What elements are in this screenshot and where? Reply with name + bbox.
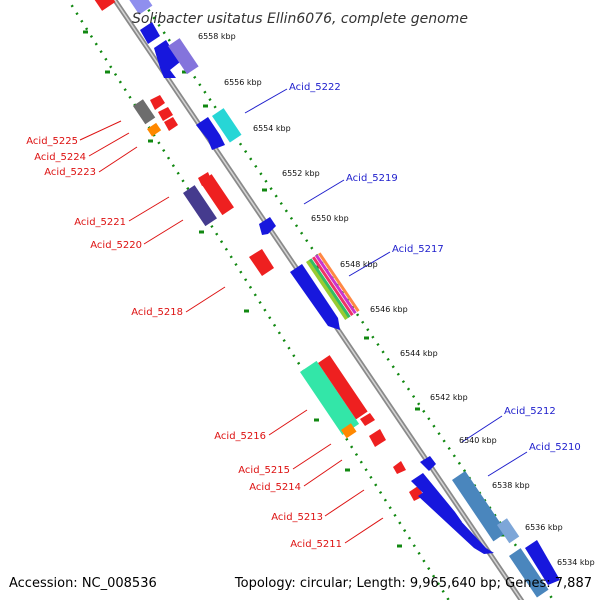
- gene-acid-5218[interactable]: [249, 249, 274, 276]
- genome-summary-text: Topology: circular; Length: 9,965,640 bp…: [234, 576, 592, 591]
- gene-acid-5224[interactable]: [150, 95, 165, 110]
- gene-acid-5220[interactable]: [183, 185, 217, 227]
- gene-label-acid-5217[interactable]: Acid_5217: [392, 244, 444, 255]
- kbp-tick-label: 6554 kbp: [253, 124, 291, 133]
- label-leader-lines: [79, 88, 528, 544]
- gene-label-acid-5224[interactable]: Acid_5224: [34, 152, 86, 163]
- forward-gene-features: [128, 0, 560, 598]
- kbp-ruler: 6558 kbp 6556 kbp 6554 kbp 6552 kbp 6550…: [198, 32, 595, 567]
- gene-label-acid-5216[interactable]: Acid_5216: [214, 431, 266, 442]
- gene-acid-5219[interactable]: [259, 217, 276, 235]
- kbp-tick-label: 6544 kbp: [400, 349, 438, 358]
- forward-gene-labels: Acid_5222 Acid_5219 Acid_5217 Acid_5212 …: [289, 82, 581, 453]
- kbp-tick-label: 6548 kbp: [340, 260, 378, 269]
- gene-label-acid-5211[interactable]: Acid_5211: [290, 539, 342, 550]
- gene-label-acid-5219[interactable]: Acid_5219: [346, 173, 398, 184]
- kbp-tick-label: 6556 kbp: [224, 78, 262, 87]
- gene-label-acid-5215[interactable]: Acid_5215: [238, 465, 290, 476]
- kbp-tick-label: 6558 kbp: [198, 32, 236, 41]
- gene-label-acid-5222[interactable]: Acid_5222: [289, 82, 341, 93]
- gene-label-acid-5212[interactable]: Acid_5212: [504, 406, 556, 417]
- gene-label-acid-5225[interactable]: Acid_5225: [26, 136, 78, 147]
- kbp-tick-label: 6538 kbp: [492, 481, 530, 490]
- kbp-tick-label: 6540 kbp: [459, 436, 497, 445]
- reverse-gene-labels: Acid_5225 Acid_5224 Acid_5223 Acid_5221 …: [26, 136, 342, 550]
- gene-acid-5217[interactable]: [290, 264, 340, 330]
- gene-label-acid-5214[interactable]: Acid_5214: [249, 482, 301, 493]
- kbp-tick-label: 6542 kbp: [430, 393, 468, 402]
- reverse-gene-features: [92, 0, 424, 501]
- forward-tick-rail: [140, 0, 555, 600]
- gene-acid-5222[interactable]: [212, 108, 242, 143]
- gene-acid-5225[interactable]: [133, 99, 156, 125]
- gene-acid-5216[interactable]: [300, 360, 360, 436]
- gene-acid-5215[interactable]: [341, 423, 357, 439]
- kbp-tick-label: 6534 kbp: [557, 558, 595, 567]
- reverse-tick-rail: [66, 0, 451, 600]
- kbp-tick-label: 6536 kbp: [525, 523, 563, 532]
- gene-label-acid-5220[interactable]: Acid_5220: [90, 240, 142, 251]
- gene-label-acid-5218[interactable]: Acid_5218: [131, 307, 183, 318]
- gene-acid-5213[interactable]: [393, 461, 406, 474]
- kbp-tick-label: 6550 kbp: [311, 214, 349, 223]
- gene-label-acid-5223[interactable]: Acid_5223: [44, 167, 96, 178]
- gene-label-acid-5210[interactable]: Acid_5210: [529, 442, 581, 453]
- kbp-tick-label: 6552 kbp: [282, 169, 320, 178]
- map-title: Solibacter usitatus Ellin6076, complete …: [132, 11, 468, 27]
- accession-text: Accession: NC_008536: [9, 576, 157, 591]
- gene-acid-5210[interactable]: [452, 471, 507, 542]
- kbp-tick-label: 6546 kbp: [370, 305, 408, 314]
- gene-acid-5214[interactable]: [360, 413, 375, 426]
- gene-acid-5221[interactable]: [200, 174, 234, 216]
- gene-label-acid-5221[interactable]: Acid_5221: [74, 217, 126, 228]
- gene-label-acid-5213[interactable]: Acid_5213: [271, 512, 323, 523]
